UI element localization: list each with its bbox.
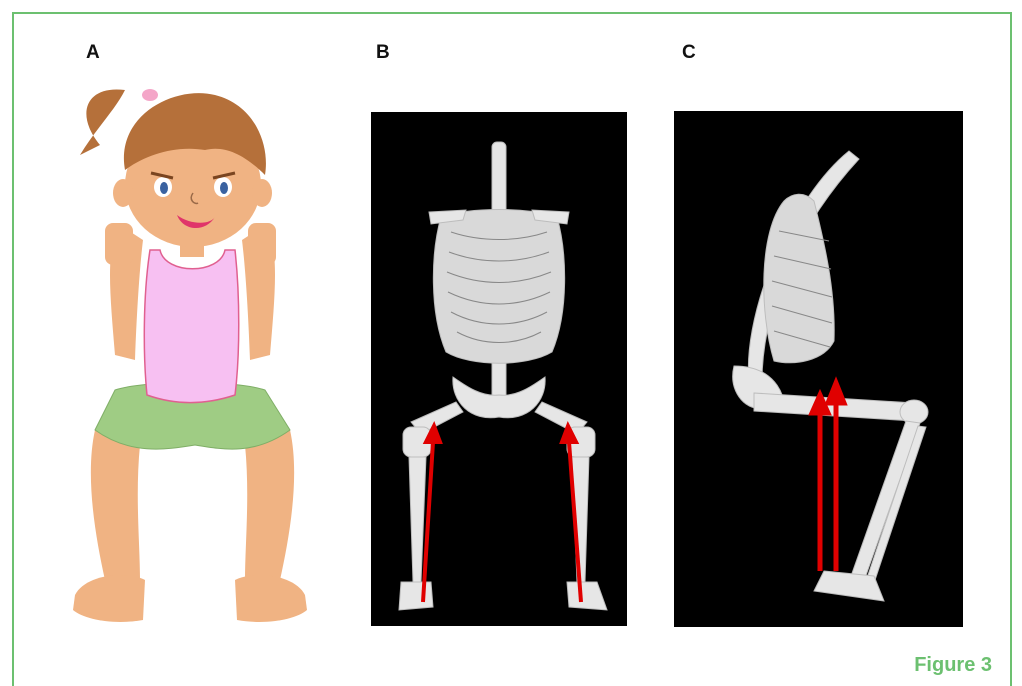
child-squatting-illustration [55,75,325,635]
skeleton-side-view [674,111,963,627]
figure-caption: Figure 3 [914,654,992,677]
panel-label-b: B [376,42,390,64]
skeleton-front-view [371,112,627,626]
skeleton-side-view-panel [674,111,963,627]
panel-label-a: A [86,42,100,64]
skeleton-front-view-panel [371,112,627,626]
panel-label-c: C [682,42,696,64]
